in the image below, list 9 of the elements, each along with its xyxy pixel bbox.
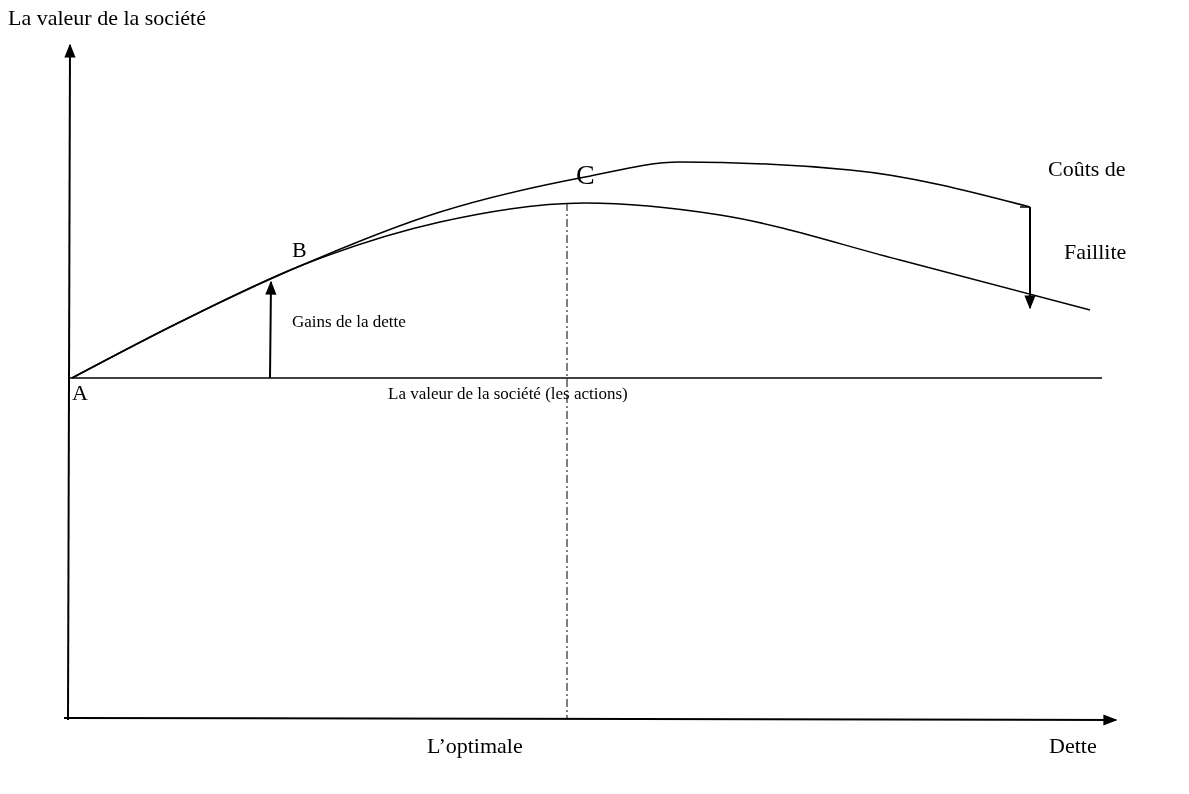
line-label: La valeur de la société (les actions)	[388, 385, 628, 404]
axis-title: La valeur de la société	[8, 6, 206, 31]
axis-title: Dette	[1049, 734, 1097, 759]
point-label: A	[72, 381, 88, 406]
annotation-label: Gains de la dette	[292, 313, 406, 332]
curve-label: Faillite	[1064, 240, 1127, 265]
axis-label: L’optimale	[427, 734, 523, 759]
curve-label: Coûts de	[1048, 157, 1126, 182]
point-label: B	[292, 238, 307, 263]
